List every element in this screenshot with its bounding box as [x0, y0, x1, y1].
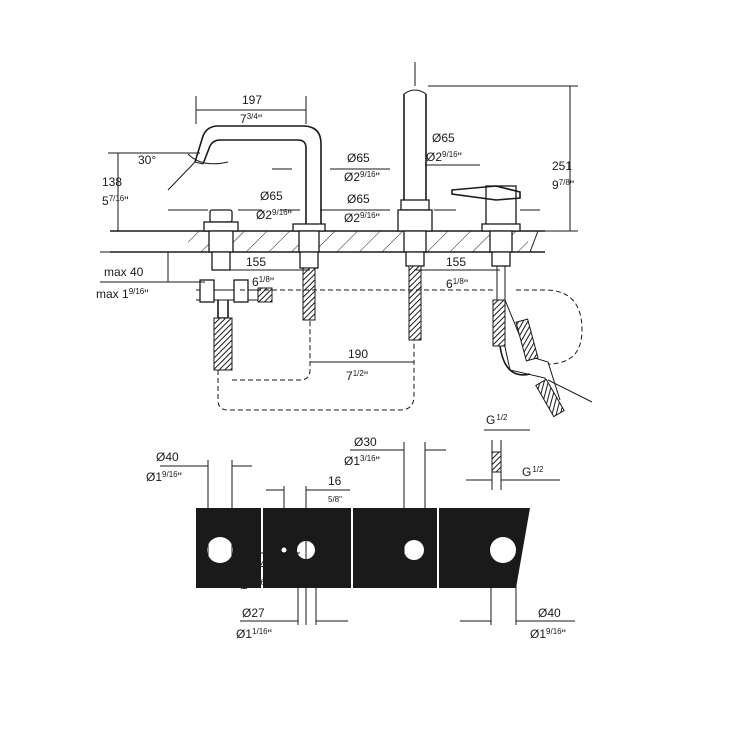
spout-base-dia-lower-in: Ø29/16" — [344, 211, 380, 225]
spout-width-in: 73/4" — [240, 112, 262, 126]
pin-hole — [281, 547, 287, 553]
hole-left — [207, 537, 233, 563]
offset-mm: 16 — [328, 474, 342, 488]
hole-mid-dia-mm: Ø30 — [354, 435, 377, 449]
pin-dia-mm: Ø4 — [250, 558, 266, 572]
cutout-dimension-lines — [160, 440, 575, 625]
hole-small-dia-mm: Ø27 — [242, 606, 265, 620]
hose-spacing-mm: 190 — [348, 347, 368, 361]
spout-height-mm: 138 — [102, 175, 122, 189]
total-height-in: 97/8" — [552, 178, 574, 192]
pin-dia-in: Ø3/16" — [240, 578, 269, 592]
dimension-lines — [100, 85, 578, 431]
thread-label: G1/2 — [486, 413, 508, 427]
deck-section — [110, 230, 545, 253]
offset-in: 5/8" — [328, 495, 342, 504]
deck-thickness-in: max 19/16" — [96, 287, 149, 301]
angle-label: 30° — [138, 153, 156, 167]
right-spacing-in: 61/8" — [446, 277, 468, 291]
hose-loops — [217, 289, 583, 411]
hole-right — [490, 537, 516, 563]
cutout-view — [160, 440, 575, 625]
spout-base-dia-upper-mm: Ø65 — [347, 151, 370, 165]
hole-left-dia-in: Ø19/16" — [146, 470, 182, 484]
diverter — [203, 209, 239, 253]
hole-mid — [404, 540, 424, 560]
total-height-mm: 251 — [552, 159, 572, 173]
spout — [194, 125, 326, 253]
spout-base-dia-lower-mm: Ø65 — [347, 192, 370, 206]
mixer-dia-mm: Ø65 — [432, 131, 455, 145]
cutout-thread-label: G1/2 — [522, 465, 544, 479]
hole-left-dia-mm: Ø40 — [156, 450, 179, 464]
cutout-plate — [196, 508, 548, 588]
diverter-dia-in: Ø29/16" — [256, 208, 292, 222]
right-spacing-mm: 155 — [446, 255, 466, 269]
hole-mid-dia-in: Ø13/16" — [344, 454, 380, 468]
hole-small-dia-in: Ø11/16" — [236, 627, 272, 641]
left-spacing-mm: 155 — [246, 255, 266, 269]
deck-thickness-mm: max 40 — [104, 265, 144, 279]
side-view-labels: 197 73/4" 30° 138 57/16" Ø65 Ø29/16" Ø65… — [96, 93, 574, 427]
left-spacing-in: 61/8" — [252, 275, 274, 289]
plumbing — [196, 251, 593, 418]
mixer-dia-in: Ø29/16" — [426, 150, 462, 164]
hole-right-dia-mm: Ø40 — [538, 606, 561, 620]
spout-height-in: 57/16" — [102, 194, 129, 208]
side-view — [100, 62, 593, 431]
spout-width-mm: 197 — [242, 93, 262, 107]
hose-spacing-in: 71/2" — [346, 369, 368, 383]
spout-base-dia-upper-in: Ø29/16" — [344, 170, 380, 184]
mixer — [451, 185, 521, 253]
cutout-view-labels: Ø40 Ø19/16" Ø30 Ø13/16" 16 5/8" G1/2 Ø4 … — [146, 435, 566, 641]
hole-right-dia-in: Ø19/16" — [530, 627, 566, 641]
diverter-dia-mm: Ø65 — [260, 189, 283, 203]
